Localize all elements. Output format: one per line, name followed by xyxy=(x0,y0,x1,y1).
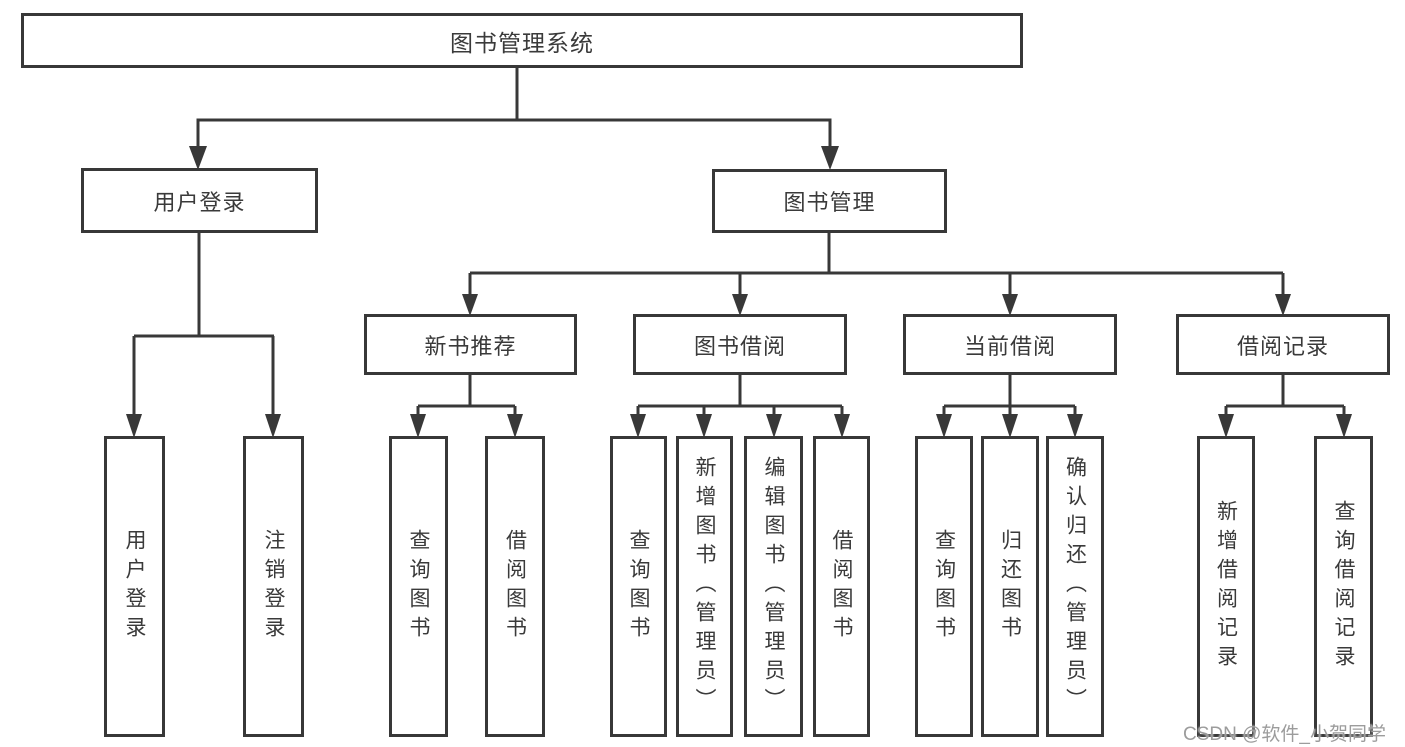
leaf-label: 查询图书 xyxy=(932,528,956,645)
node-leaf-logout: 注销登录 xyxy=(243,436,304,737)
node-current-borrow: 当前借阅 xyxy=(903,314,1117,375)
leaf-label: 查询图书 xyxy=(407,528,430,645)
csdn-watermark: CSDN @软件_小贺同学 xyxy=(1183,724,1386,745)
leaf-label: 查询借阅记录 xyxy=(1332,499,1355,674)
leaf-label: 查询图书 xyxy=(627,528,650,645)
leaf-label: 新增图书（管理员） xyxy=(693,456,716,717)
node-leaf-borrow-book-2: 借阅图书 xyxy=(813,436,870,737)
node-leaf-query-borrow-record: 查询借阅记录 xyxy=(1314,436,1373,737)
leaf-label: 编辑图书（管理员） xyxy=(762,456,785,717)
node-leaf-add-book-admin: 新增图书（管理员） xyxy=(676,436,733,737)
node-leaf-user-login: 用户登录 xyxy=(104,436,165,737)
node-leaf-query-book-2: 查询图书 xyxy=(610,436,667,737)
node-leaf-query-book-1: 查询图书 xyxy=(389,436,448,737)
leaf-label: 归还图书 xyxy=(998,528,1022,645)
leaf-label: 注销登录 xyxy=(262,528,285,645)
arrowheads xyxy=(126,146,1352,438)
leaf-label: 借阅图书 xyxy=(503,528,527,645)
node-leaf-borrow-book-1: 借阅图书 xyxy=(485,436,545,737)
node-root: 图书管理系统 xyxy=(21,13,1023,68)
node-leaf-edit-book-admin: 编辑图书（管理员） xyxy=(744,436,803,737)
leaf-label: 确认归还（管理员） xyxy=(1063,456,1087,717)
node-leaf-add-borrow-record: 新增借阅记录 xyxy=(1197,436,1255,737)
node-leaf-confirm-return-admin: 确认归还（管理员） xyxy=(1046,436,1104,737)
node-book-management: 图书管理 xyxy=(712,169,947,233)
leaf-label: 用户登录 xyxy=(123,528,146,645)
leaf-label: 借阅图书 xyxy=(830,528,853,645)
node-leaf-query-book-3: 查询图书 xyxy=(915,436,973,737)
node-borrow-record: 借阅记录 xyxy=(1176,314,1390,375)
node-new-book-recommend: 新书推荐 xyxy=(364,314,577,375)
node-leaf-return-book: 归还图书 xyxy=(981,436,1039,737)
node-user-login: 用户登录 xyxy=(81,168,318,233)
leaf-label: 新增借阅记录 xyxy=(1214,499,1238,674)
node-book-borrow: 图书借阅 xyxy=(633,314,847,375)
